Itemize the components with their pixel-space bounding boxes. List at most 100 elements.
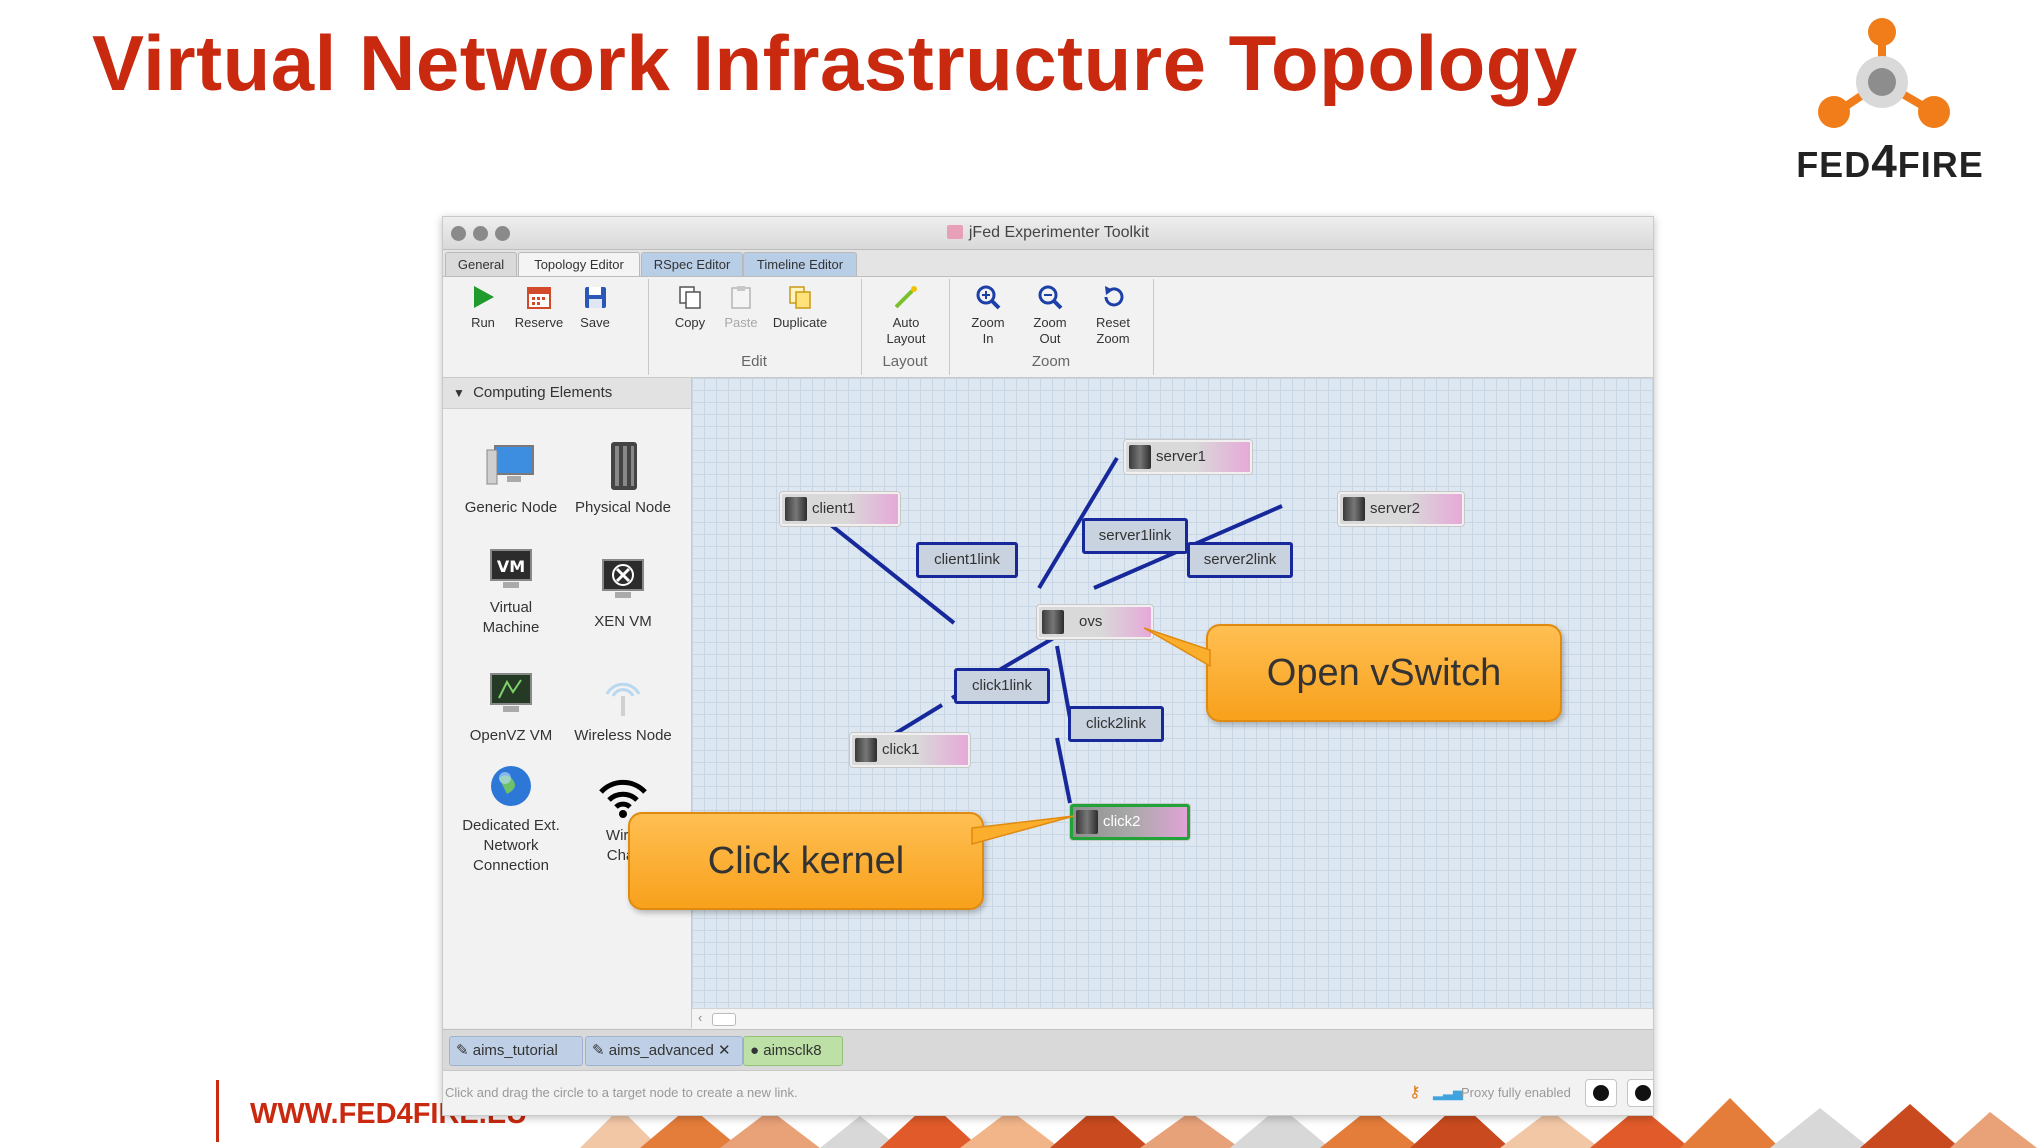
toolbar-separator [1153, 279, 1154, 375]
toolbar-separator [648, 279, 649, 375]
key-icon: ⚷ [1409, 1084, 1421, 1101]
file-tab-aimsclk8[interactable]: ● aimsclk8 [743, 1036, 843, 1066]
copy-icon [675, 283, 705, 313]
window-title-text: jFed Experimenter Toolkit [968, 224, 1150, 241]
tab-timeline-editor[interactable]: Timeline Editor [743, 252, 857, 276]
tab-topology-editor[interactable]: Topology Editor [518, 252, 640, 276]
logo-text-a: FED [1796, 144, 1872, 185]
copy-button[interactable]: Copy [668, 283, 712, 331]
palette-item-label: Connection [473, 857, 549, 874]
file-tab-aims-advanced[interactable]: ✎ aims_advanced ✕ [585, 1036, 743, 1066]
server-icon [1343, 497, 1365, 521]
node-label: click1 [882, 741, 920, 758]
footer-triangle-pattern [580, 1098, 2037, 1148]
zoom-out-icon [1035, 283, 1065, 313]
node-client1[interactable]: client1 [780, 492, 900, 526]
slide-title: Virtual Network Infrastructure Topology [92, 19, 1578, 107]
palette-physical-node[interactable]: Physical Node [563, 440, 683, 518]
file-tab-aims-tutorial[interactable]: ✎ aims_tutorial [449, 1036, 583, 1066]
edit-icon: ✎ [456, 1042, 469, 1059]
link-click2link[interactable]: click2link [1068, 706, 1164, 742]
window-close-button[interactable] [451, 226, 466, 241]
reset-arrow-icon [1098, 283, 1128, 313]
node-server2[interactable]: server2 [1338, 492, 1464, 526]
reserve-button[interactable]: Reserve [511, 283, 567, 331]
node-click2[interactable]: click2 [1070, 804, 1190, 840]
paste-button[interactable]: Paste [719, 283, 763, 331]
window-minimize-button[interactable] [473, 226, 488, 241]
node-label: ovs [1079, 613, 1103, 630]
palette-header[interactable]: ▼ Computing Elements [443, 378, 691, 409]
reserve-label: Reserve [514, 315, 564, 330]
wireless-antenna-icon [597, 668, 649, 720]
window-zoom-button[interactable] [495, 226, 510, 241]
palette-wireless-node[interactable]: Wireless Node [563, 668, 683, 746]
running-circle-icon: ● [750, 1042, 760, 1059]
server-icon [1076, 810, 1098, 834]
duplicate-icon [785, 283, 815, 313]
toolbar: Run Reserve Save Copy Paste Duplicate Ed… [443, 277, 1653, 378]
magic-wand-icon [891, 283, 921, 313]
tab-general[interactable]: General [445, 252, 517, 276]
zoom-in-label-1: Zoom [971, 315, 1005, 330]
edge-ovs-click2link [1055, 645, 1072, 719]
main-tabbar: General Topology Editor RSpec Editor Tim… [443, 250, 1653, 277]
node-ovs[interactable]: ovs [1037, 605, 1153, 639]
experiment-tabs: ✎ aims_tutorial ✎ aims_advanced ✕ ● aims… [443, 1029, 1653, 1070]
auto-layout-button[interactable]: Auto Layout [879, 283, 933, 347]
status-bar: Click and drag the circle to a target no… [443, 1070, 1653, 1115]
node-server1[interactable]: server1 [1124, 440, 1252, 474]
server-icon [785, 497, 807, 521]
palette-item-label: Dedicated Ext. [462, 817, 560, 834]
duplicate-label: Duplicate [772, 315, 828, 330]
jfed-app-icon [946, 225, 963, 239]
zoom-out-button[interactable]: Zoom Out [1027, 283, 1073, 347]
link-client1link[interactable]: client1link [916, 542, 1018, 578]
toolbar-separator [861, 279, 862, 375]
palette-item-label: Wireless Node [574, 727, 672, 744]
paste-label: Paste [724, 315, 758, 330]
link-click1link[interactable]: click1link [954, 668, 1050, 704]
calendar-icon [524, 283, 554, 313]
edit-icon: ✎ [592, 1042, 605, 1059]
palette-dedicated-ext-network[interactable]: Dedicated Ext. Network Connection [451, 762, 571, 876]
palette-item-label: Generic Node [464, 499, 558, 516]
callout-click-pointer [971, 815, 1075, 845]
node-label: client1 [812, 500, 856, 517]
tab-rspec-editor[interactable]: RSpec Editor [641, 252, 743, 276]
reset-zoom-label-1: Reset [1096, 315, 1130, 330]
palette-item-label: XEN VM [594, 613, 652, 630]
palette-item-label: OpenVZ VM [469, 727, 553, 744]
link-server2link[interactable]: server2link [1187, 542, 1293, 578]
zoom-out-label-2: Out [1039, 331, 1061, 346]
save-button[interactable]: Save [573, 283, 617, 331]
settings-button[interactable] [1627, 1079, 1653, 1107]
file-tab-label: aimsclk8 [763, 1042, 822, 1059]
status-hint: Click and drag the circle to a target no… [445, 1085, 798, 1100]
zoom-in-button[interactable]: Zoom In [965, 283, 1011, 347]
reset-zoom-button[interactable]: Reset Zoom [1089, 283, 1137, 347]
node-label: click2 [1103, 813, 1141, 830]
desktop-computer-icon [485, 440, 537, 492]
connectivity-button[interactable] [1585, 1079, 1617, 1107]
palette-generic-node[interactable]: Generic Node [451, 440, 571, 518]
duplicate-button[interactable]: Duplicate [767, 283, 833, 331]
toolbar-separator [949, 279, 950, 375]
save-label: Save [580, 315, 610, 330]
fed4fire-logo-icon [1818, 18, 1950, 128]
zoom-group-label: Zoom [1031, 353, 1071, 370]
run-button[interactable]: Run [463, 283, 503, 331]
server-icon [1129, 445, 1151, 469]
signal-bars-icon: ▂▃▅ [1433, 1085, 1463, 1100]
palette-virtual-machine[interactable]: VM Virtual Machine [451, 544, 571, 638]
node-click1[interactable]: click1 [850, 733, 970, 767]
server-icon [855, 738, 877, 762]
chevron-left-icon[interactable]: ‹ [698, 1010, 703, 1025]
palette-openvz-vm[interactable]: OpenVZ VM [451, 668, 571, 746]
close-icon[interactable]: ✕ [718, 1042, 731, 1059]
scrollbar-thumb[interactable] [712, 1013, 736, 1026]
link-server1link[interactable]: server1link [1082, 518, 1188, 554]
palette-xen-vm[interactable]: XEN VM [563, 554, 683, 632]
canvas-horizontal-scrollbar[interactable]: ‹ [692, 1008, 1653, 1029]
palette-item-label: Network [483, 837, 539, 854]
